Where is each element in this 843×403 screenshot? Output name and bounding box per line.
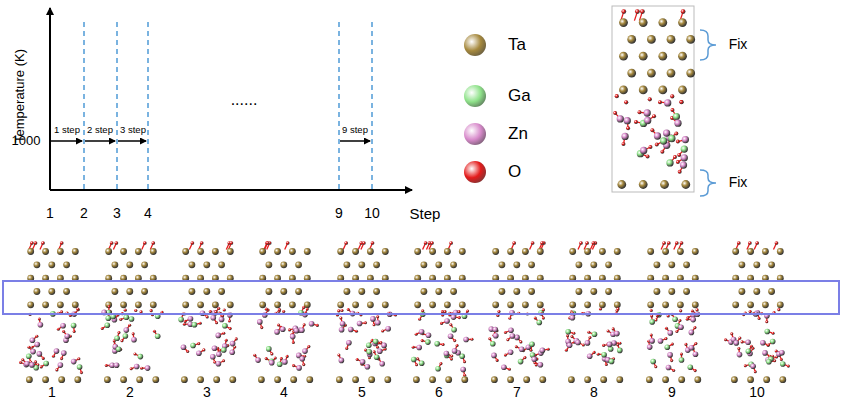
axis-tick: 4 [144, 206, 152, 221]
y-axis [49, 8, 51, 190]
atom-structures [19, 9, 790, 383]
axis-tick: 9 [335, 206, 343, 221]
frame-number: 7 [513, 385, 521, 400]
axis-tick: 1 [46, 206, 54, 221]
axis-tick: 10 [364, 206, 380, 221]
legend-swatch [464, 161, 486, 183]
step-arrows [51, 140, 370, 142]
axis-tick: 2 [80, 206, 88, 221]
legend-text: Zn [508, 124, 528, 144]
step-label: 9 step [342, 125, 368, 135]
legend-swatch [464, 34, 486, 56]
interface-highlight [3, 281, 839, 314]
frame-number: 3 [203, 385, 211, 400]
fix-braces [700, 30, 716, 196]
step-label: 2 step [87, 125, 113, 135]
legend-text: Ga [508, 86, 531, 106]
frame-number: 4 [280, 385, 288, 400]
axis-tick: 3 [113, 206, 121, 221]
fix-label: Fix [729, 37, 748, 52]
step-label: 1 step [54, 125, 80, 135]
frame-number: 2 [126, 385, 134, 400]
ellipsis: ...... [231, 91, 258, 109]
axis-title: Step [410, 206, 441, 223]
cell-outline [612, 6, 694, 192]
legend-swatch [464, 85, 486, 107]
step-label: 3 step [120, 125, 146, 135]
frame-number: 1 [48, 385, 56, 400]
axis-tick: 1000 [12, 134, 41, 148]
step-dividers [84, 22, 372, 190]
x-axis [50, 189, 412, 191]
axis-title: Temperature (K) [13, 49, 27, 143]
frame-number: 5 [358, 385, 366, 400]
frame-number: 6 [435, 385, 443, 400]
frame-number: 8 [590, 385, 598, 400]
frame-number: 9 [668, 385, 676, 400]
fix-label: Fix [729, 175, 748, 190]
legend-text: O [508, 162, 521, 182]
frame-number: 10 [749, 385, 765, 400]
legend-swatch [464, 123, 486, 145]
legend-text: Ta [508, 35, 526, 55]
